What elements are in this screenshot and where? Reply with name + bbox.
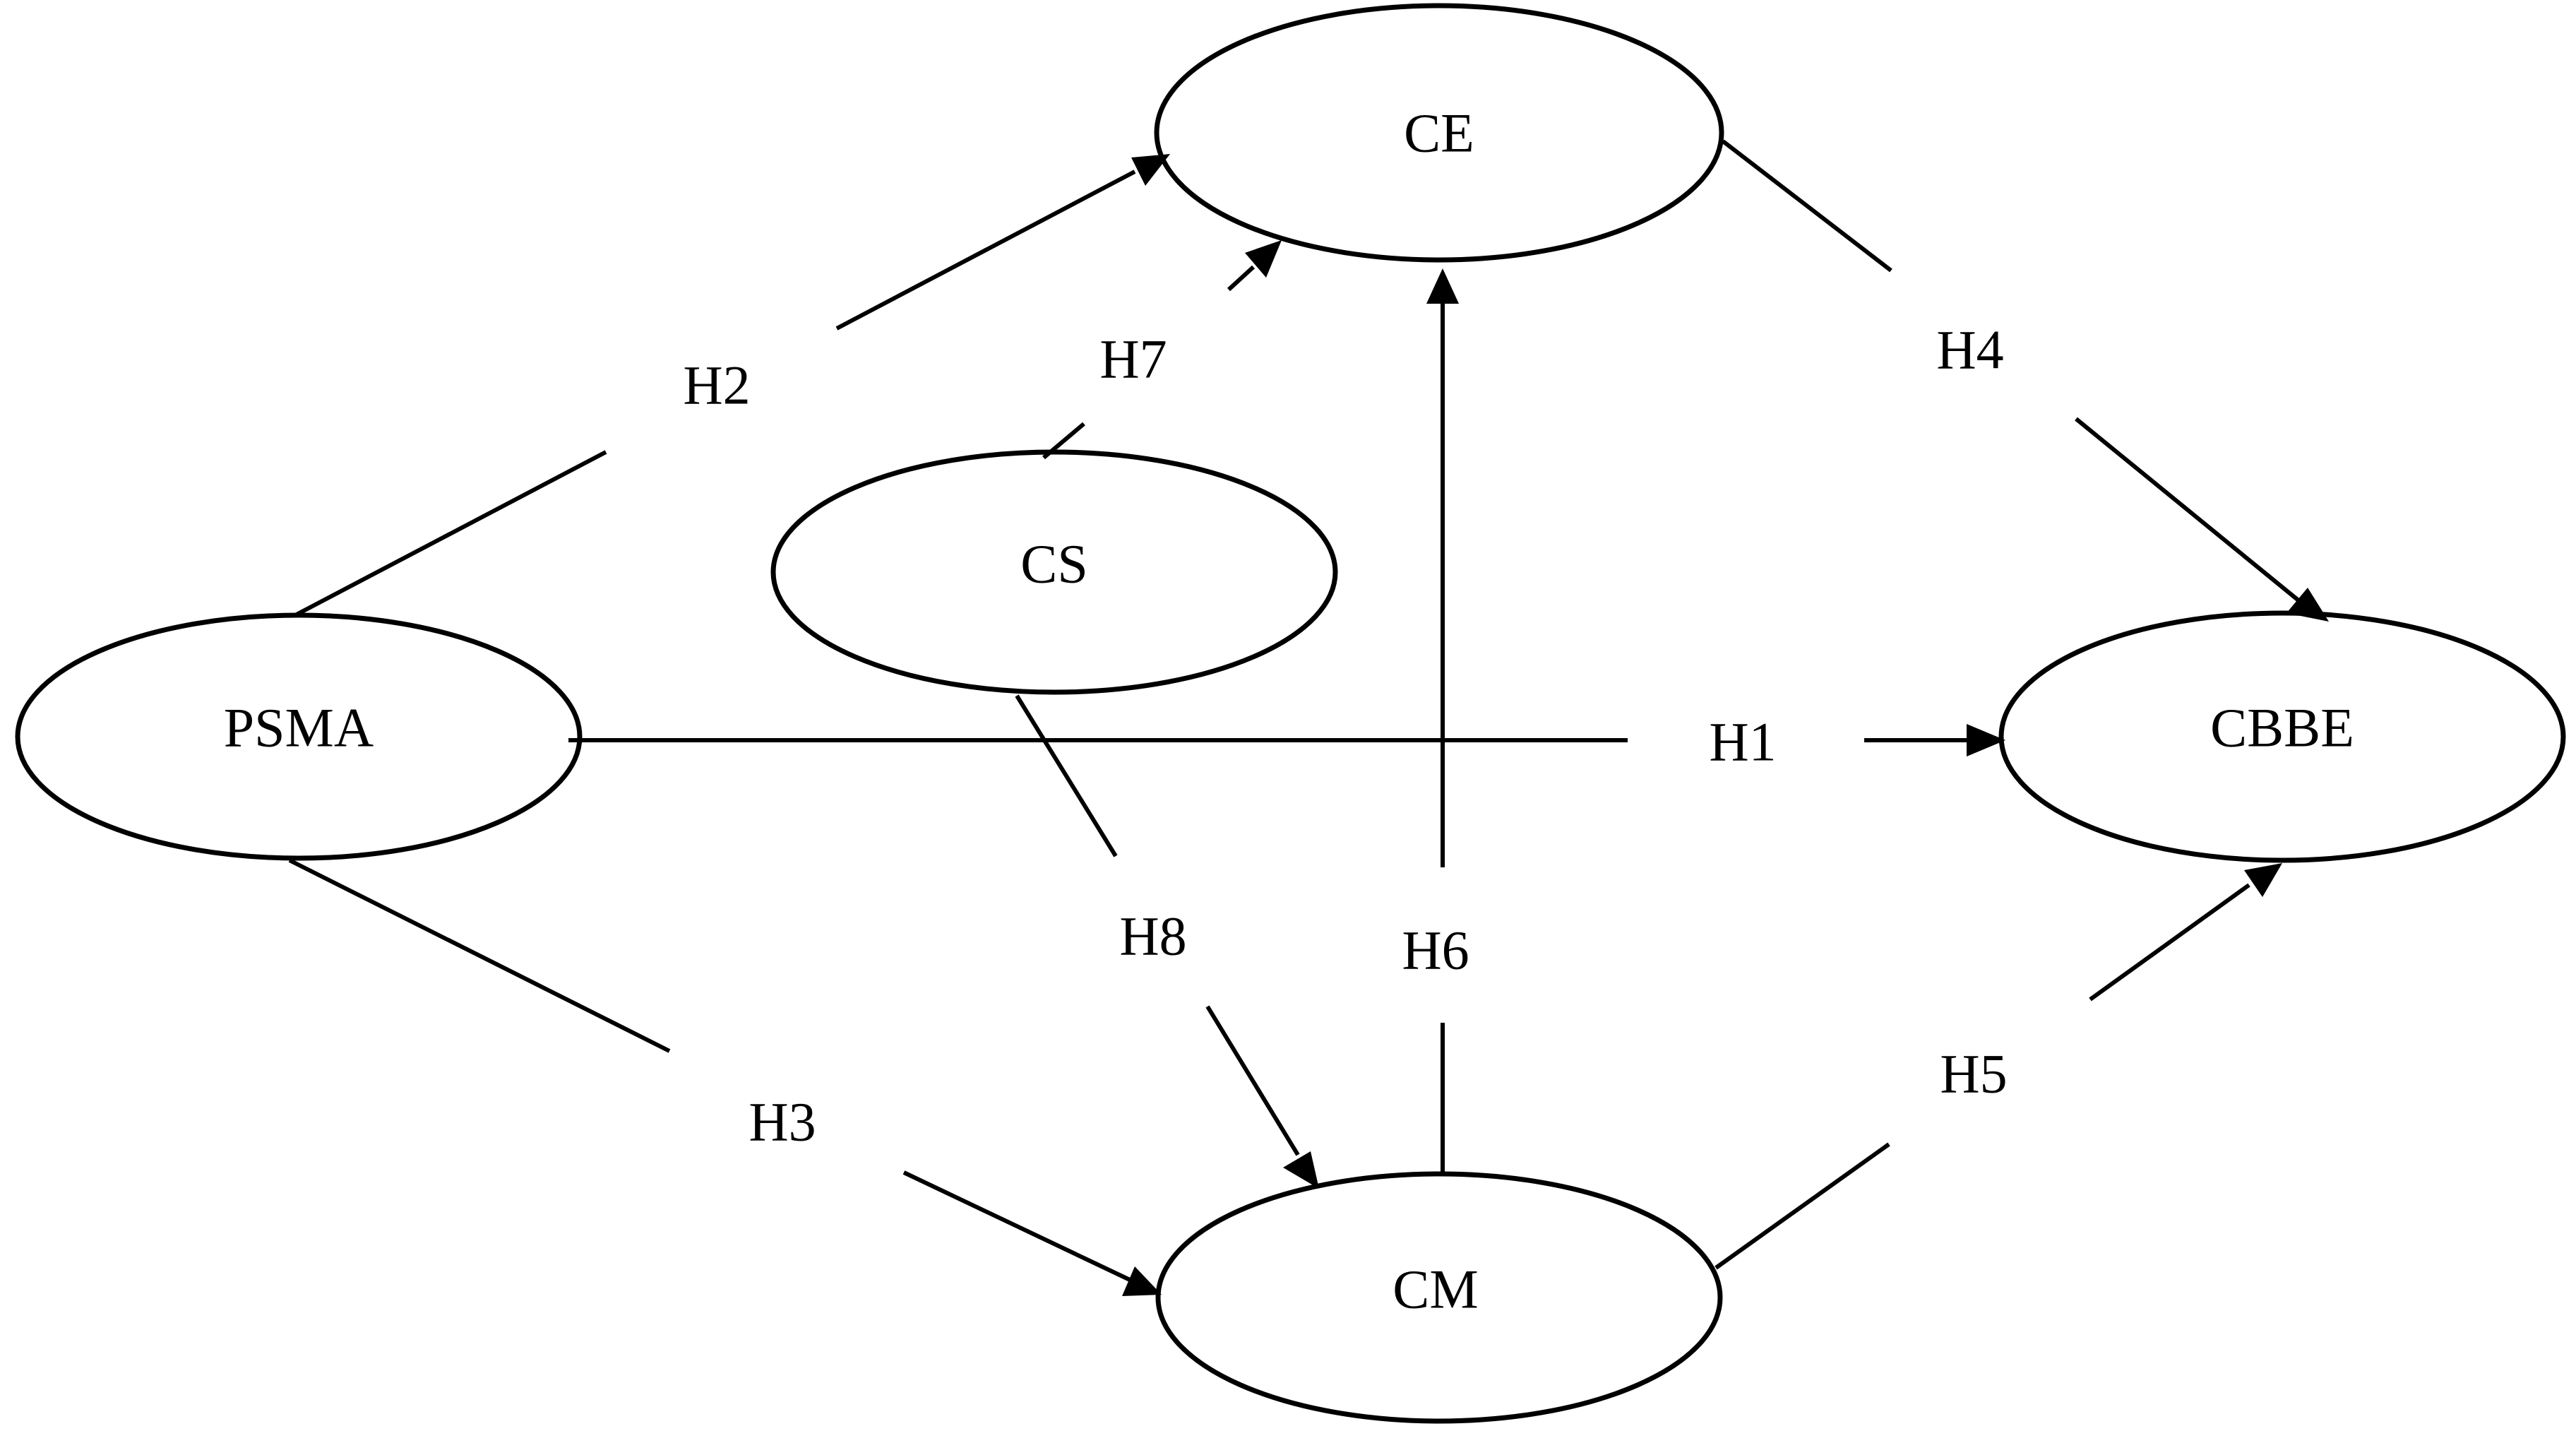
edge-h8: H8 [1015,694,1319,1189]
edge-h2-line-segment-2 [835,170,1136,331]
edge-h8-line-segment-2 [1205,1005,1300,1156]
edge-h7: H7 [1042,240,1282,460]
node-psma: PSMA [15,612,583,861]
edge-h1-arrowhead [1967,724,2005,756]
node-cs-ellipse [770,449,1338,695]
node-cm: CM [1155,1171,1723,1424]
node-cs-label: CS [1020,533,1087,595]
edge-h4-line-segment-2 [2075,417,2300,602]
edge-h4-label: H4 [1936,319,2003,381]
node-cbbe: CBBE [1998,610,2566,863]
edge-h3-arrowhead [1122,1266,1162,1296]
edge-h5-arrowhead [2244,863,2282,897]
node-cbbe-ellipse [1998,610,2566,863]
edge-h6-arrowhead [1426,268,1459,304]
node-ce-label: CE [1404,102,1474,164]
edge-h5: H5 [1715,863,2282,1270]
node-cm-ellipse [1155,1171,1723,1424]
edge-h4: H4 [1722,139,2329,622]
edge-h8-arrowhead [1283,1151,1319,1189]
node-ce-ellipse [1154,3,1724,263]
edge-h4-line-segment-1 [1722,139,1892,273]
edge-h1: H1 [568,711,2005,773]
edge-h2-line-segment-1 [295,450,607,617]
edge-h2-label: H2 [683,355,750,416]
node-psma-label: PSMA [224,697,374,759]
edge-h5-line-segment-2 [2089,883,2250,1002]
edge-h6: H6 [1402,268,1469,1176]
node-ce: CE [1154,3,1724,263]
edge-h7-label: H7 [1099,328,1167,390]
edge-h3-label: H3 [749,1091,816,1153]
edge-h8-label: H8 [1119,905,1186,967]
edge-h1-label: H1 [1709,711,1776,773]
node-cs: CS [770,449,1338,695]
edge-h3-line-segment-1 [288,858,671,1053]
node-cm-label: CM [1393,1259,1478,1320]
edge-h5-line-segment-1 [1715,1142,1890,1270]
edge-h6-label: H6 [1402,920,1469,981]
edge-h3: H3 [288,858,1162,1296]
edge-h2: H2 [295,154,1170,617]
edge-h3-line-segment-2 [902,1170,1131,1282]
node-cbbe-label: CBBE [2210,697,2354,759]
edge-h2-arrowhead [1131,154,1170,186]
edge-h7-arrowhead [1245,240,1282,278]
node-psma-ellipse [15,612,583,861]
edge-h8-line-segment-1 [1015,694,1118,857]
edge-h5-label: H5 [1940,1043,2007,1105]
edge-h7-line-segment-2 [1227,265,1256,292]
